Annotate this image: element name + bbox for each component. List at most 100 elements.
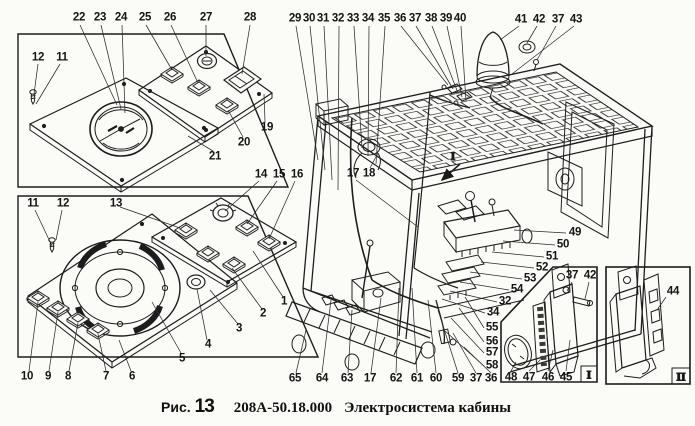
- round-button-4: [186, 274, 206, 290]
- callout-26: 26: [163, 11, 177, 24]
- callout-61: 61: [410, 372, 424, 385]
- screw-37-inset: [562, 286, 570, 294]
- switch-panel-19: [137, 45, 274, 143]
- bracket-44: [609, 265, 665, 379]
- callout-31: 31: [316, 12, 330, 25]
- callout-17: 17: [346, 167, 360, 180]
- callout-27: 27: [199, 11, 213, 24]
- callout-13: 13: [109, 197, 123, 210]
- switch-15: [235, 219, 259, 237]
- figure-number: 13: [194, 396, 215, 417]
- callout-41: 41: [514, 13, 528, 26]
- callout-57: 57: [485, 346, 499, 359]
- screw-11-12: [29, 89, 37, 105]
- gasket-oval-48: [504, 334, 532, 370]
- battery-box: [350, 271, 402, 314]
- view-arrow-label: I: [451, 149, 456, 163]
- part-number: 208А-50.18.000: [233, 400, 333, 416]
- callout-15: 15: [272, 168, 286, 181]
- callout-18: 18: [362, 167, 376, 180]
- relay-bracket-45-46: [543, 263, 579, 377]
- gauge-dial: [89, 101, 153, 157]
- callout-22: 22: [72, 11, 86, 24]
- cab-frame-view: I: [285, 31, 654, 373]
- callout-37: 37: [551, 13, 565, 26]
- callout-30: 30: [302, 12, 316, 25]
- callout-17: 17: [363, 372, 377, 385]
- callout-9: 9: [44, 370, 52, 383]
- callout-36: 36: [484, 372, 498, 385]
- callout-12: 12: [31, 51, 45, 64]
- callout-48: 48: [504, 371, 518, 384]
- callout-50: 50: [556, 238, 570, 251]
- callout-35: 35: [377, 12, 391, 25]
- round-switch-27: [196, 52, 218, 70]
- figure-label: Рис.: [161, 399, 191, 415]
- callout-40: 40: [453, 12, 467, 25]
- figure-caption: Рис. 13 208А-50.18.000 Электросистема ка…: [161, 396, 511, 418]
- callout-24: 24: [114, 11, 128, 24]
- switch-20: [215, 97, 239, 115]
- callout-38: 38: [424, 12, 438, 25]
- switch-16: [257, 234, 281, 252]
- callout-7: 7: [102, 370, 110, 383]
- callout-43: 43: [569, 13, 583, 26]
- frame-pillars: [302, 115, 653, 373]
- callout-62: 62: [389, 372, 403, 385]
- callout-42: 42: [532, 13, 546, 26]
- callout-14: 14: [254, 168, 268, 181]
- callout-36: 36: [393, 12, 407, 25]
- callout-51: 51: [545, 250, 559, 263]
- callout-1: 1: [280, 295, 288, 308]
- callout-6: 6: [128, 370, 136, 383]
- callout-12: 12: [56, 197, 70, 210]
- switch-26: [187, 79, 211, 97]
- heater-plate: [27, 213, 238, 369]
- callout-10: 10: [20, 370, 34, 383]
- switch-extra-1: [196, 245, 220, 263]
- beacon-bolt: [533, 59, 539, 65]
- view-direction-arrow: I: [440, 149, 461, 182]
- callout-53: 53: [523, 272, 537, 285]
- callout-65: 65: [288, 372, 302, 385]
- callout-42: 42: [583, 269, 597, 282]
- inset-box-control-panel: [17, 195, 320, 369]
- switch-25: [160, 66, 184, 84]
- rocker-switch-28: [222, 66, 263, 94]
- inset-box-II: II: [605, 265, 691, 385]
- fuse-block: [437, 191, 533, 257]
- floor-assembly: [285, 294, 436, 371]
- inset-box-I: I: [500, 263, 598, 383]
- callout-3: 3: [235, 322, 243, 335]
- callout-39: 39: [439, 12, 453, 25]
- callout-11: 11: [56, 51, 68, 64]
- callout-23: 23: [93, 11, 107, 24]
- beacon-lamp: [475, 31, 544, 125]
- callout-11: 11: [27, 197, 39, 210]
- callout-32: 32: [498, 295, 512, 308]
- callout-52: 52: [535, 261, 549, 274]
- inset-box-instrument-panel: [17, 33, 290, 193]
- callout-47: 47: [522, 371, 536, 384]
- inset-I-corner-box: [580, 365, 598, 383]
- inset-II-label: II: [676, 370, 686, 384]
- callout-59: 59: [451, 372, 465, 385]
- rear-window-frame: [560, 101, 615, 239]
- gauge-plate: [28, 77, 220, 193]
- callout-8: 8: [64, 370, 72, 383]
- callout-58: 58: [485, 359, 499, 372]
- callout-44: 44: [666, 285, 680, 298]
- callout-20: 20: [237, 136, 251, 149]
- callout-25: 25: [138, 11, 152, 24]
- beacon-gasket-ring: [518, 40, 536, 54]
- callout-29: 29: [288, 12, 302, 25]
- callout-46: 46: [541, 371, 555, 384]
- roof-relay-box: [314, 98, 350, 127]
- callout-37: 37: [565, 269, 579, 282]
- knob-14: [209, 202, 237, 222]
- inset-I-label: I: [587, 368, 592, 382]
- pedal-lever: [361, 239, 374, 299]
- callout-37: 37: [469, 372, 483, 385]
- callout-37: 37: [408, 12, 422, 25]
